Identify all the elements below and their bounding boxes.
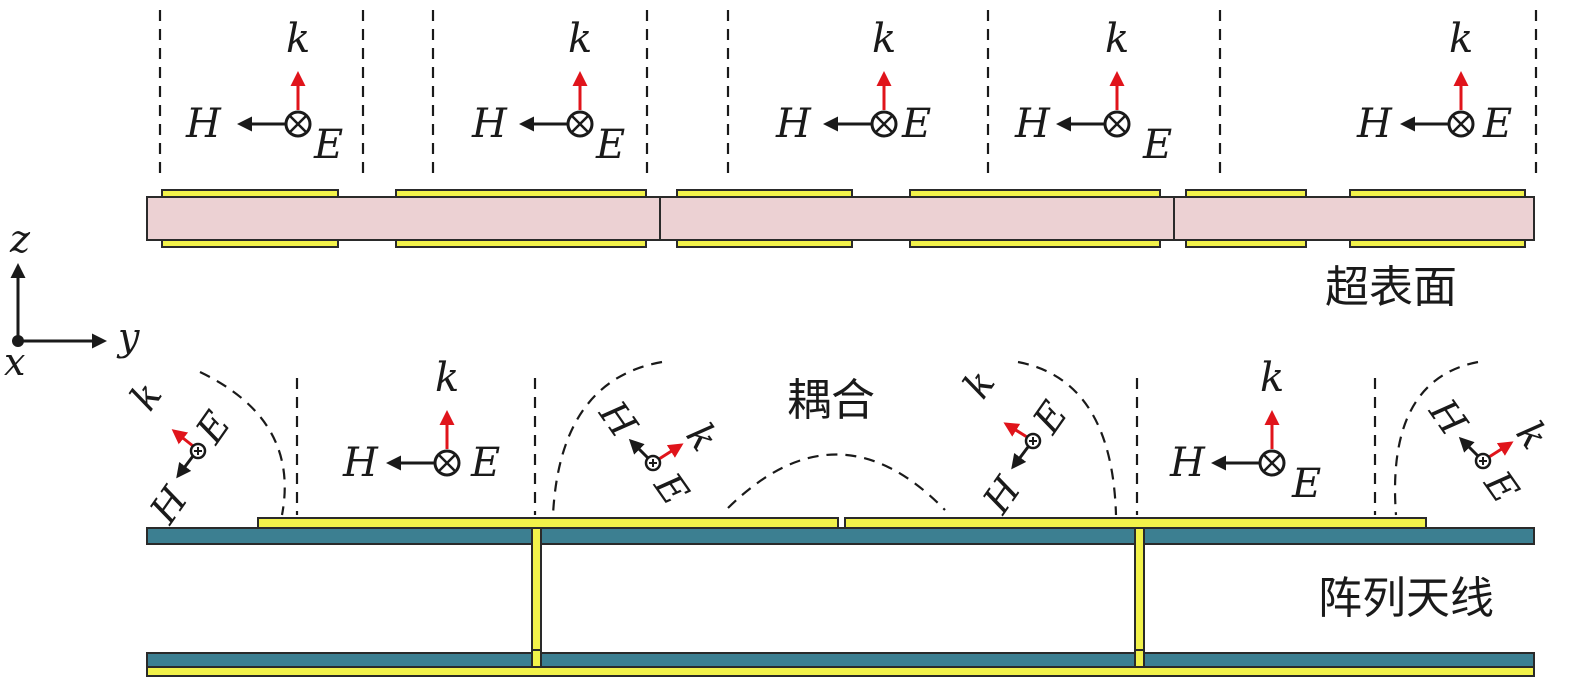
field-symbol-tilted-2: k H E	[590, 392, 727, 513]
svg-text:E: E	[313, 122, 343, 168]
coordinate-axes: z y x	[4, 217, 140, 384]
field-symbol-bottom-1: k H E	[342, 355, 500, 486]
antenna-substrate-bottom	[146, 652, 1535, 668]
field-symbol-top-3: k H E	[775, 16, 931, 147]
svg-text:k: k	[1449, 16, 1473, 62]
radiation-arc-inner-left	[551, 360, 663, 516]
metasurface-structure: 超表面	[146, 10, 1538, 313]
svg-text:k: k	[678, 415, 727, 459]
svg-text:E: E	[470, 440, 500, 486]
svg-text:H: H	[1014, 101, 1051, 147]
metasurface-bottom-patches	[161, 239, 1526, 248]
radiation-arc-inner-right	[1017, 360, 1118, 516]
svg-text:H: H	[775, 101, 812, 147]
svg-text:H: H	[1420, 390, 1476, 444]
svg-text:H: H	[1169, 440, 1206, 486]
axis-z-label: z	[9, 217, 31, 261]
svg-text:E: E	[1142, 122, 1172, 168]
svg-text:H: H	[185, 101, 222, 147]
field-symbol-top-2: k H E	[471, 16, 625, 168]
radiation-arc-right	[1394, 360, 1479, 516]
svg-text:H: H	[141, 478, 197, 532]
svg-text:k: k	[1508, 413, 1557, 457]
metasurface-top-patches	[161, 189, 1526, 198]
ground-plane	[146, 666, 1535, 677]
metasurface-substrate	[146, 196, 1535, 241]
coupling-arc	[727, 453, 946, 511]
svg-text:k: k	[954, 362, 1003, 406]
svg-text:H: H	[1356, 101, 1393, 147]
svg-text:k: k	[286, 16, 310, 62]
svg-text:k: k	[1260, 355, 1284, 401]
svg-text:E: E	[645, 464, 698, 513]
field-symbol-top-5: k H E	[1356, 16, 1512, 147]
field-symbol-tilted-4: k H E	[1420, 390, 1557, 511]
svg-text:H: H	[974, 468, 1030, 522]
radiation-arc-left	[199, 371, 286, 516]
array-antenna-structure: 耦合 阵列天线	[146, 360, 1535, 677]
svg-text:E: E	[1291, 461, 1321, 507]
array-antenna-label: 阵列天线	[1318, 573, 1494, 624]
field-symbol-tilted-3: k H E	[954, 362, 1076, 522]
field-symbol-top-1: k H E	[185, 16, 343, 168]
field-symbol-tilted-1: k H E	[121, 374, 239, 532]
svg-text:H: H	[590, 392, 646, 446]
unit-cell-boundaries	[158, 10, 1538, 180]
metasurface-label: 超表面	[1325, 262, 1457, 313]
svg-text:k: k	[872, 16, 896, 62]
coupling-label: 耦合	[787, 375, 875, 426]
svg-text:H: H	[471, 101, 508, 147]
svg-text:k: k	[568, 16, 592, 62]
svg-text:E: E	[901, 101, 931, 147]
svg-text:k: k	[435, 355, 459, 401]
field-symbol-top-4: k H E	[1014, 16, 1172, 168]
axis-x-label: x	[4, 340, 25, 384]
svg-text:E: E	[1482, 101, 1512, 147]
svg-text:E: E	[1475, 462, 1528, 511]
svg-text:k: k	[121, 374, 170, 418]
svg-text:H: H	[342, 440, 379, 486]
svg-text:k: k	[1105, 16, 1129, 62]
field-symbol-bottom-2: k H E	[1169, 355, 1321, 507]
antenna-substrate-top	[146, 527, 1535, 545]
axis-y-label: y	[116, 315, 140, 359]
svg-text:E: E	[595, 122, 625, 168]
